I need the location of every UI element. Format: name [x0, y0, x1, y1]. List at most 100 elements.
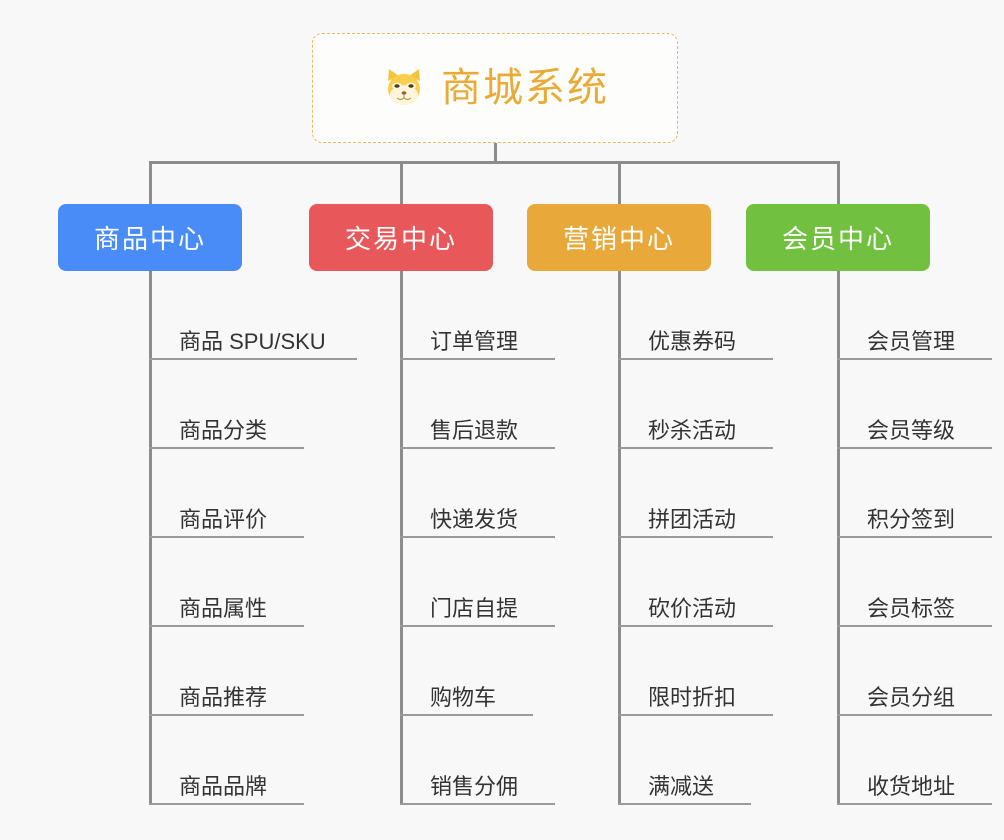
leaf-item-underline	[149, 358, 357, 360]
branch-marketing-center: 营销中心优惠券码秒杀活动拼团活动砍价活动限时折扣满减送	[527, 204, 773, 805]
branch-product-center: 商品中心商品 SPU/SKU 商品分类商品评价商品属性商品推荐商品品牌	[58, 204, 357, 805]
connector-drop-trade-center	[400, 161, 403, 204]
connector-drop-product-center	[149, 161, 152, 204]
connector-horizontal-bus	[149, 161, 839, 164]
leaf-item-label: 会员等级	[867, 417, 956, 443]
leaf-item[interactable]: 会员管理	[837, 271, 992, 360]
leaf-item-label: 售后退款	[430, 417, 519, 443]
leaf-item[interactable]: 商品品牌	[149, 716, 304, 805]
leaf-item-underline	[618, 625, 773, 627]
leaf-item[interactable]: 快递发货	[400, 449, 555, 538]
leaf-item-label: 销售分佣	[430, 773, 519, 799]
leaf-item-label: 会员管理	[867, 328, 956, 354]
leaf-item-underline	[149, 625, 304, 627]
leaf-item[interactable]: 商品推荐	[149, 627, 304, 716]
root-node-shop-system[interactable]: 商城系统	[312, 33, 678, 143]
leaf-item-label: 快递发货	[430, 506, 519, 532]
branch-header-product-center[interactable]: 商品中心	[58, 204, 242, 271]
leaf-item-label: 秒杀活动	[648, 417, 737, 443]
leaf-list-trade-center: 订单管理售后退款快递发货门店自提购物车销售分佣	[400, 271, 555, 805]
leaf-item-underline	[618, 714, 773, 716]
leaf-item[interactable]: 商品 SPU/SKU	[149, 271, 357, 360]
leaf-item-label: 商品品牌	[179, 773, 268, 799]
leaf-item-underline	[837, 625, 992, 627]
leaf-item-underline	[837, 714, 992, 716]
leaf-item-underline	[149, 447, 304, 449]
connector-spine-marketing-center	[618, 271, 621, 805]
leaf-item[interactable]: 商品评价	[149, 449, 304, 538]
branch-member-center: 会员中心会员管理会员等级积分签到会员标签会员分组收货地址	[746, 204, 992, 805]
leaf-item[interactable]: 收货地址	[837, 716, 992, 805]
leaf-item-label: 商品属性	[179, 595, 268, 621]
connector-root-stem	[494, 143, 497, 163]
leaf-item-underline	[400, 536, 555, 538]
leaf-item-label: 商品 SPU/SKU	[179, 328, 326, 354]
leaf-item-label: 收货地址	[867, 773, 956, 799]
leaf-list-product-center: 商品 SPU/SKU 商品分类商品评价商品属性商品推荐商品品牌	[149, 271, 357, 805]
leaf-item[interactable]: 满减送	[618, 716, 751, 805]
leaf-item[interactable]: 会员等级	[837, 360, 992, 449]
leaf-list-marketing-center: 优惠券码秒杀活动拼团活动砍价活动限时折扣满减送	[618, 271, 773, 805]
leaf-item-underline	[400, 358, 555, 360]
leaf-item-label: 积分签到	[867, 506, 956, 532]
leaf-item[interactable]: 限时折扣	[618, 627, 773, 716]
leaf-item-underline	[618, 536, 773, 538]
leaf-item-underline	[837, 358, 992, 360]
leaf-item-label: 限时折扣	[648, 684, 737, 710]
leaf-item-underline	[618, 447, 773, 449]
leaf-item-label: 砍价活动	[648, 595, 737, 621]
leaf-item[interactable]: 优惠券码	[618, 271, 773, 360]
leaf-item-label: 拼团活动	[648, 506, 737, 532]
branch-header-trade-center[interactable]: 交易中心	[309, 204, 493, 271]
leaf-item-label: 会员标签	[867, 595, 956, 621]
leaf-item[interactable]: 门店自提	[400, 538, 555, 627]
leaf-item-underline	[837, 536, 992, 538]
leaf-item-label: 订单管理	[430, 328, 519, 354]
leaf-item[interactable]: 销售分佣	[400, 716, 555, 805]
branch-header-label: 营销中心	[562, 224, 675, 254]
connector-drop-marketing-center	[618, 161, 621, 204]
leaf-item-label: 商品评价	[179, 506, 268, 532]
leaf-list-member-center: 会员管理会员等级积分签到会员标签会员分组收货地址	[837, 271, 992, 805]
leaf-item[interactable]: 订单管理	[400, 271, 555, 360]
leaf-item-underline	[618, 803, 751, 805]
leaf-item-underline	[149, 714, 304, 716]
leaf-item-underline	[149, 536, 304, 538]
leaf-item-underline	[837, 803, 992, 805]
leaf-item[interactable]: 拼团活动	[618, 449, 773, 538]
branch-header-label: 交易中心	[344, 224, 457, 254]
leaf-item-label: 会员分组	[867, 684, 956, 710]
leaf-item-label: 优惠券码	[648, 328, 737, 354]
leaf-item[interactable]: 秒杀活动	[618, 360, 773, 449]
leaf-item-underline	[837, 447, 992, 449]
leaf-item[interactable]: 售后退款	[400, 360, 555, 449]
leaf-item[interactable]: 会员标签	[837, 538, 992, 627]
leaf-item[interactable]: 商品分类	[149, 360, 304, 449]
connector-drop-member-center	[837, 161, 840, 204]
leaf-item-label: 商品分类	[179, 417, 268, 443]
leaf-item[interactable]: 购物车	[400, 627, 533, 716]
leaf-item-label: 门店自提	[430, 595, 519, 621]
root-title: 商城系统	[441, 66, 609, 110]
leaf-item-underline	[400, 447, 555, 449]
leaf-item-label: 商品推荐	[179, 684, 268, 710]
shiba-dog-face-icon	[381, 65, 427, 111]
leaf-item-label: 购物车	[430, 684, 497, 710]
branch-header-label: 商品中心	[93, 224, 206, 254]
leaf-item[interactable]: 积分签到	[837, 449, 992, 538]
leaf-item-underline	[149, 803, 304, 805]
connector-spine-trade-center	[400, 271, 403, 805]
leaf-item-label: 满减送	[648, 773, 715, 799]
branch-header-marketing-center[interactable]: 营销中心	[527, 204, 711, 271]
leaf-item-underline	[400, 714, 533, 716]
leaf-item-underline	[400, 803, 555, 805]
branch-header-label: 会员中心	[781, 224, 894, 254]
leaf-item-underline	[618, 358, 773, 360]
connector-spine-product-center	[149, 271, 152, 805]
leaf-item-underline	[400, 625, 555, 627]
leaf-item[interactable]: 砍价活动	[618, 538, 773, 627]
leaf-item[interactable]: 商品属性	[149, 538, 304, 627]
leaf-item[interactable]: 会员分组	[837, 627, 992, 716]
branch-header-member-center[interactable]: 会员中心	[746, 204, 930, 271]
